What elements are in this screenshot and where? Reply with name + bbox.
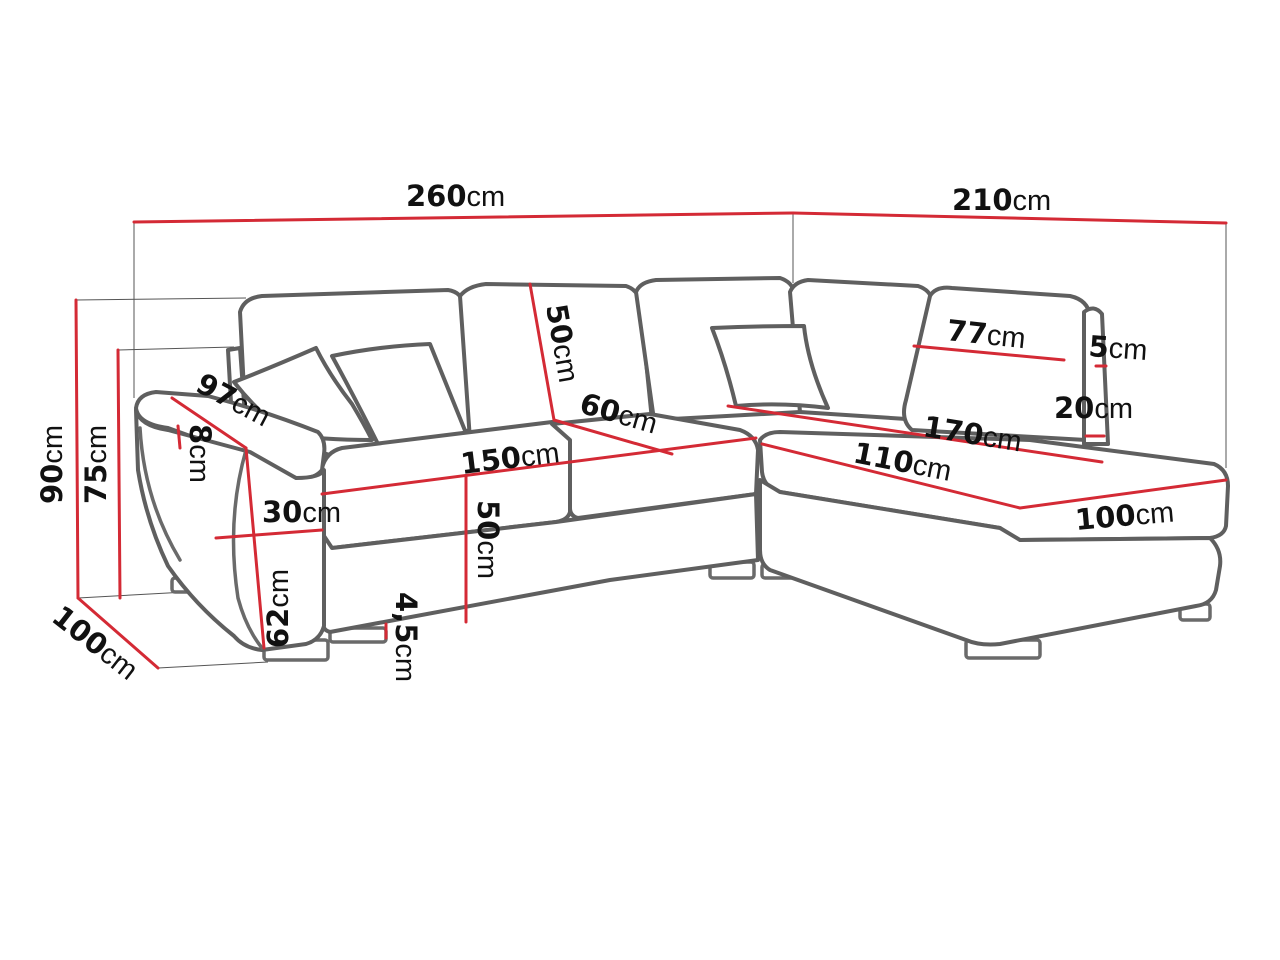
dim-line-62: [244, 446, 266, 650]
label-100-chaise: 100cm: [1074, 494, 1176, 537]
label-150: 150cm: [459, 435, 562, 481]
dim-line-170: [726, 404, 1104, 464]
dim-line-75: [116, 348, 122, 600]
label-260: 260cm: [406, 179, 505, 213]
dim-line-30: [214, 528, 324, 540]
dim-line-260: [132, 211, 795, 224]
label-20: 20cm: [1054, 391, 1133, 425]
label-4-5: 4,5cm: [389, 592, 423, 682]
armrest-front-edge: [231, 448, 264, 650]
armrest-side-edge: [138, 426, 182, 562]
label-30: 30cm: [262, 495, 341, 529]
label-50-seat: 50cm: [471, 500, 505, 579]
chaise-base: [758, 478, 1223, 647]
dim-line-60: [552, 418, 674, 456]
dim-line-97: [170, 396, 248, 450]
dimension-lines: [74, 211, 1228, 670]
armrest-body: [134, 408, 326, 652]
label-210: 210cm: [952, 183, 1051, 217]
extension-lines: [75, 213, 1227, 669]
dim-line-90: [74, 298, 80, 600]
label-5: 5cm: [1088, 329, 1149, 367]
label-75: 75cm: [79, 425, 113, 504]
dim-line-100-chaise: [1018, 478, 1228, 510]
label-8: 8cm: [183, 424, 217, 483]
dim-line-8: [176, 424, 182, 450]
pillow-right: [710, 324, 830, 410]
label-77: 77cm: [945, 313, 1027, 355]
dim-line-100-depth: [76, 596, 160, 670]
label-62: 62cm: [261, 569, 295, 648]
dim-line-50-back: [528, 282, 556, 422]
chaise-back-cushion: [902, 285, 1092, 442]
label-90: 90cm: [35, 425, 69, 504]
dim-line-110: [760, 442, 1022, 510]
dim-line-210: [791, 211, 1228, 225]
dim-line-150: [320, 436, 758, 496]
chaise-side-panel: [1082, 306, 1110, 446]
dim-line-77: [912, 344, 1066, 362]
sofa-outline: [134, 276, 1230, 662]
label-50-back: 50cm: [539, 301, 586, 385]
